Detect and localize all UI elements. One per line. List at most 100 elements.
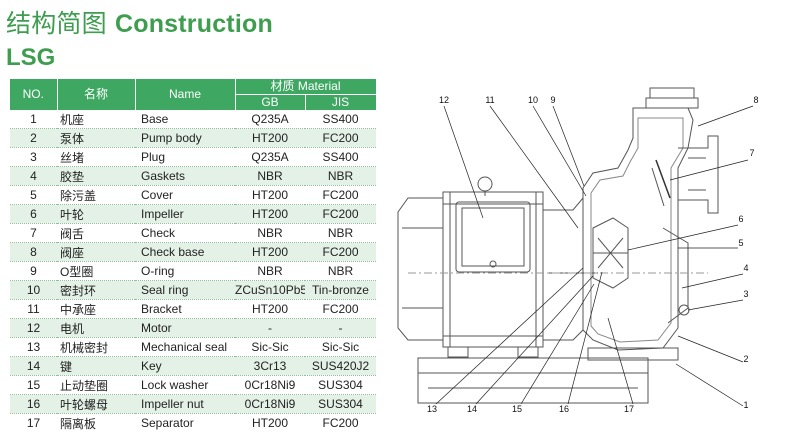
cell-gb: HT200 <box>235 204 305 224</box>
cell-cn-name: 密封环 <box>57 280 135 300</box>
cell-jis: Tin-bronze <box>305 280 377 300</box>
cell-jis: FC200 <box>305 204 377 224</box>
title-chinese: 结构简图 <box>6 9 107 38</box>
cell-cn-name: 泵体 <box>57 128 135 148</box>
cell-name: O-ring <box>135 261 235 281</box>
callout-label: 12 <box>439 95 449 105</box>
cell-jis: SUS420J2 <box>305 356 377 376</box>
cell-cn-name: 隔离板 <box>60 416 97 431</box>
callout-label: 3 <box>743 289 748 299</box>
cell-name: Check <box>135 223 235 243</box>
callout-label: 9 <box>550 95 555 105</box>
cell-name: Impeller <box>135 204 235 224</box>
cell-no: 6 <box>10 204 57 224</box>
callout-label: 10 <box>528 95 538 105</box>
cell-no: 2 <box>10 128 57 148</box>
cell-cn-name: 胶垫 <box>57 166 135 186</box>
cell-gb: NBR <box>235 261 305 281</box>
cell-gb: NBR <box>235 166 305 186</box>
cell-jis: FC200 <box>305 242 377 262</box>
cell-cn-name: 阀舌 <box>57 223 135 243</box>
cell-no: 7 <box>10 223 57 243</box>
callout-label: 2 <box>743 354 748 364</box>
cell-gb: 0Cr18Ni9 <box>235 394 305 414</box>
cell-cn-name: 阀座 <box>57 242 135 262</box>
cell-no: 13 <box>10 337 57 357</box>
callout-label: 16 <box>559 404 569 414</box>
cell-name: Motor <box>135 318 235 338</box>
callout-label: 5 <box>738 238 743 248</box>
cell-no: 15 <box>10 375 57 395</box>
cell-no: 8 <box>10 242 57 262</box>
cell-gb: HT200 <box>235 299 305 319</box>
cell-jis: SS400 <box>305 147 377 167</box>
cell-gb: 0Cr18Ni9 <box>235 375 305 395</box>
cell-gb: HT200 <box>251 416 289 430</box>
cell-gb: - <box>235 318 305 338</box>
cell-jis: SUS304 <box>305 375 377 395</box>
cell-cn-name: 叶轮螺母 <box>57 394 135 414</box>
cell-name: Bracket <box>135 299 235 319</box>
cell-cn-name: 机械密封 <box>57 337 135 357</box>
cell-jis: FC200 <box>305 185 377 205</box>
header-no: NO. <box>10 79 58 110</box>
cell-jis: FC200 <box>305 299 377 319</box>
callout-label: 14 <box>467 404 477 414</box>
callout-label: 11 <box>485 95 494 105</box>
cell-name: Lock washer <box>135 375 235 395</box>
callout-label: 4 <box>743 263 748 273</box>
cell-jis: NBR <box>305 261 377 281</box>
cell-jis: - <box>305 318 377 338</box>
cell-no: 16 <box>10 394 57 414</box>
cell-name: Base <box>135 110 235 129</box>
callout-label: 17 <box>624 404 634 414</box>
callout-label: 1 <box>743 400 748 410</box>
callout-label: 15 <box>512 404 522 414</box>
cell-gb: 3Cr13 <box>235 356 305 376</box>
cell-jis: NBR <box>305 166 377 186</box>
cell-name: Pump body <box>135 128 235 148</box>
cell-jis: Sic-Sic <box>305 337 377 357</box>
cell-cn-name: 中承座 <box>57 299 135 319</box>
callout-label: 6 <box>738 214 743 224</box>
header-name: Name <box>135 79 236 110</box>
cell-gb: HT200 <box>235 242 305 262</box>
cell-name: Mechanical seal <box>135 337 235 357</box>
cell-gb: Q235A <box>235 147 305 167</box>
cell-name: Cover <box>135 185 235 205</box>
cell-no: 17 <box>26 416 41 430</box>
cell-no: 1 <box>10 110 57 129</box>
cell-gb: HT200 <box>235 128 305 148</box>
cell-cn-name: 电机 <box>57 318 135 338</box>
header-jis: JIS <box>305 94 377 110</box>
cell-gb: Sic-Sic <box>235 337 305 357</box>
callout-label: 7 <box>749 148 754 158</box>
header-gb: GB <box>235 94 306 110</box>
cell-cn-name: 叶轮 <box>57 204 135 224</box>
cell-jis: NBR <box>305 223 377 243</box>
cell-cn-name: 除污盖 <box>57 185 135 205</box>
cell-cn-name: 键 <box>57 356 135 376</box>
cell-name: Gaskets <box>135 166 235 186</box>
cell-no: 3 <box>10 147 57 167</box>
cell-gb: Q235A <box>235 110 305 129</box>
cell-no: 10 <box>10 280 57 300</box>
cell-cn-name: 机座 <box>57 110 135 129</box>
page-title: 结构简图 Construction <box>6 4 273 40</box>
